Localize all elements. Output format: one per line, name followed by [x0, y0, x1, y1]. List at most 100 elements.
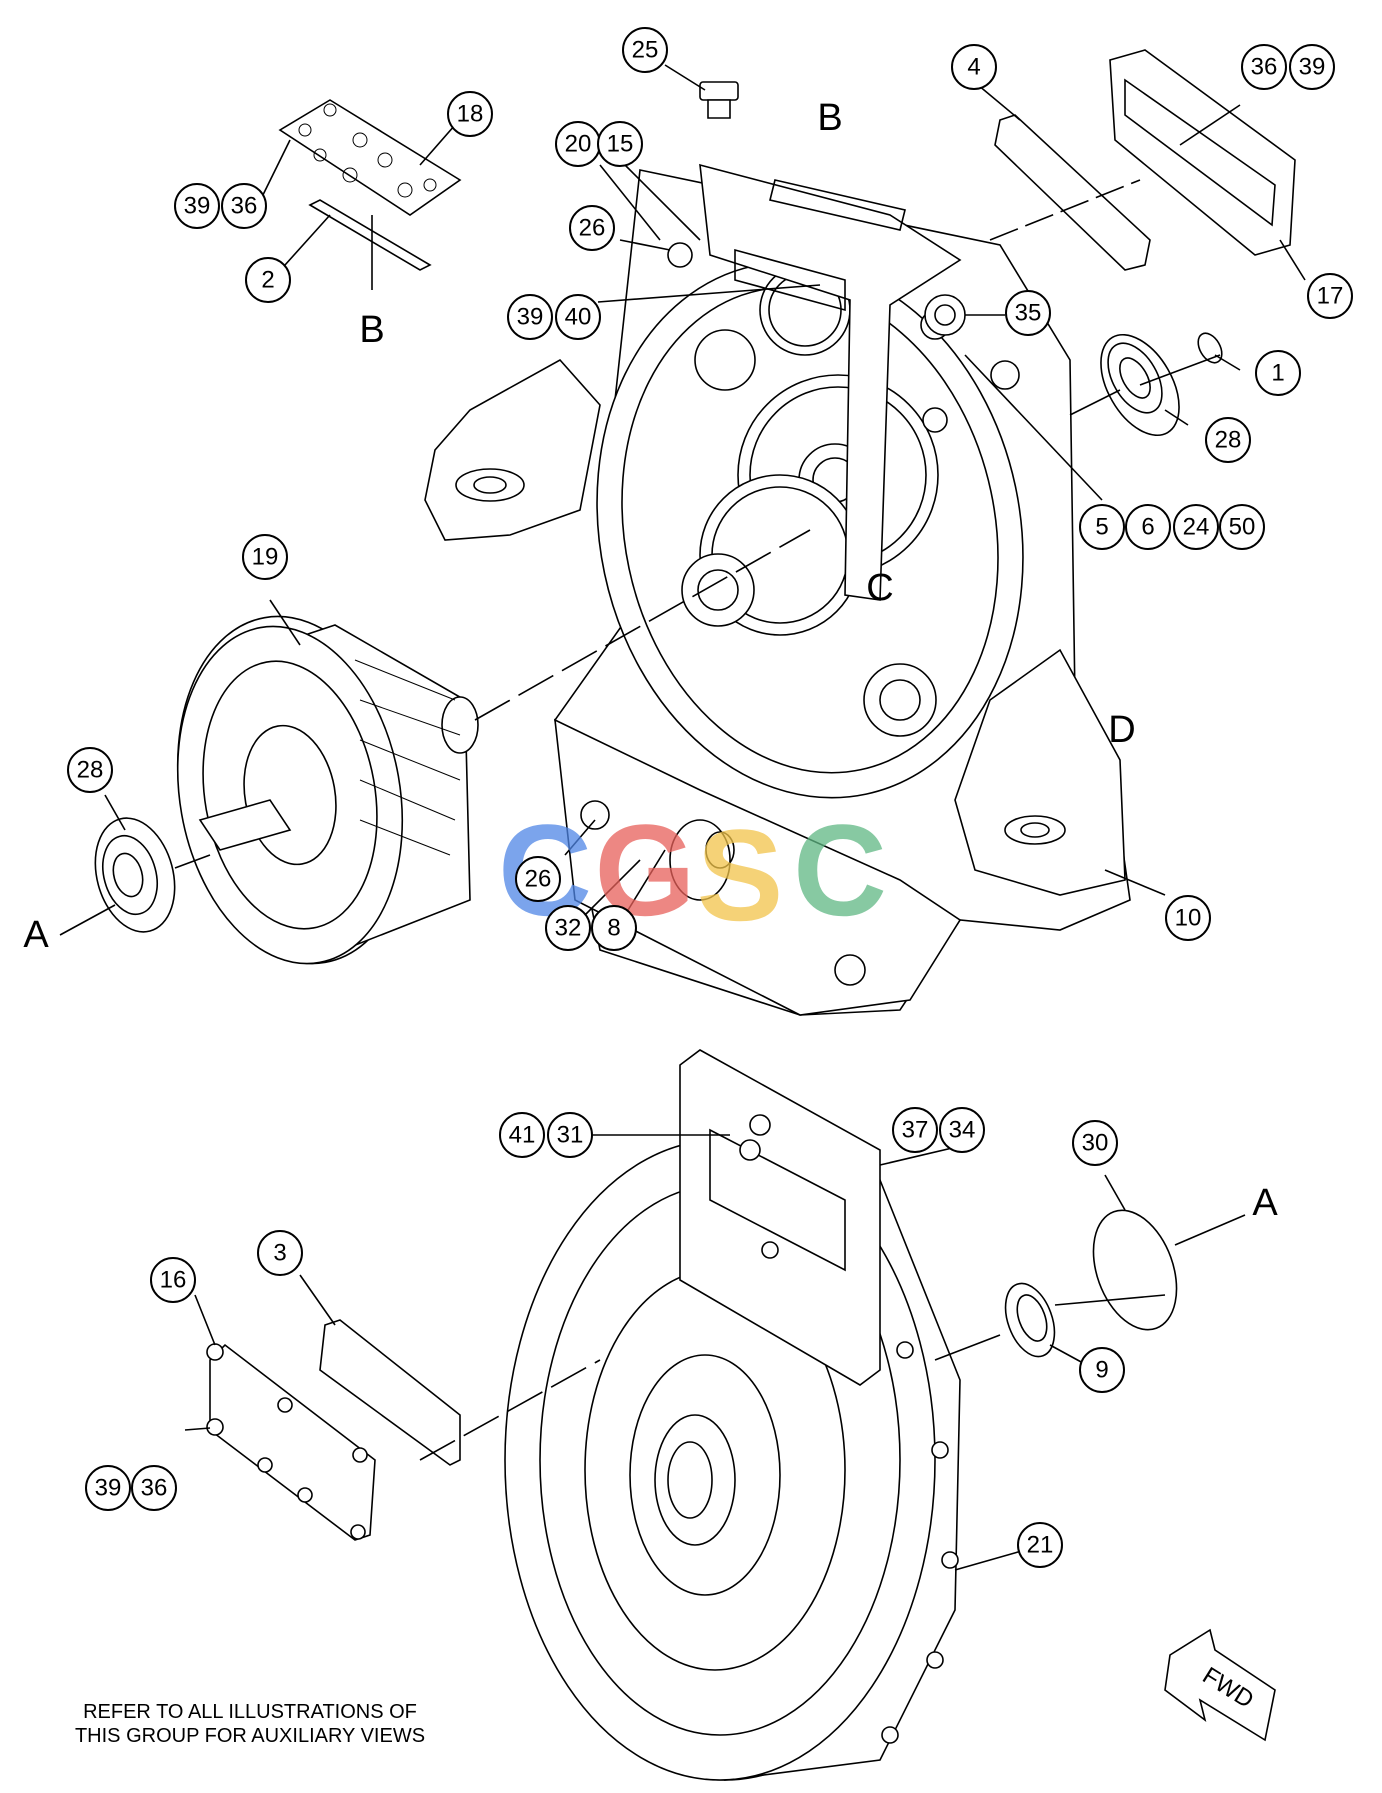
callout-circle	[1005, 290, 1051, 336]
callout-3: 3	[257, 1230, 303, 1276]
final-drive-housing	[424, 163, 1131, 1016]
callout-25: 25	[622, 27, 668, 73]
callout-number: 24	[1183, 514, 1210, 541]
seal-9	[1004, 1282, 1056, 1358]
callout-number: 35	[1015, 300, 1042, 327]
callout-number: 21	[1027, 1532, 1054, 1559]
callout-39: 39	[85, 1465, 131, 1511]
callout-circle	[569, 205, 615, 251]
callout-9: 9	[1079, 1347, 1125, 1393]
note-line-1: REFER TO ALL ILLUSTRATIONS OF	[83, 1701, 417, 1723]
view-letter-b: B	[359, 309, 384, 351]
callout-35: 35	[1005, 290, 1051, 336]
callout-1: 1	[1255, 350, 1301, 396]
callout-36: 36	[131, 1465, 177, 1511]
callout-number: 28	[1215, 427, 1242, 454]
callout-circle	[1219, 504, 1265, 550]
callout-circle	[622, 27, 668, 73]
planetary-drum-19	[176, 615, 479, 965]
callout-number: 17	[1317, 283, 1344, 310]
callout-number: 31	[557, 1122, 584, 1149]
callout-number: 10	[1175, 905, 1202, 932]
callout-circle	[515, 856, 561, 902]
callout-4: 4	[951, 44, 997, 90]
fitting-35	[924, 294, 966, 336]
callout-number: 16	[160, 1267, 187, 1294]
view-letter-a: A	[23, 914, 49, 956]
callout-number: 3	[273, 1240, 286, 1267]
callout-number: 26	[525, 866, 552, 893]
callout-17: 17	[1307, 273, 1353, 319]
view-letters: B B C D A A	[23, 97, 1278, 1224]
callout-circle	[1255, 350, 1301, 396]
callout-number: 6	[1141, 514, 1154, 541]
callout-number: 25	[632, 37, 659, 64]
callout-number: 8	[607, 915, 620, 942]
callout-circle	[555, 294, 601, 340]
callout-circle	[1072, 1120, 1118, 1166]
callout-number: 36	[141, 1475, 168, 1502]
bearing-28-lower	[94, 817, 176, 933]
callout-circle	[597, 121, 643, 167]
auxiliary-views-note: REFER TO ALL ILLUSTRATIONS OF THIS GROUP…	[30, 1700, 470, 1748]
callout-number: 36	[231, 193, 258, 220]
gasket-2	[308, 199, 432, 271]
view-letter-c: C	[866, 567, 893, 609]
o-ring-1	[1197, 332, 1223, 364]
callout-circle	[892, 1107, 938, 1153]
callout-circle	[591, 905, 637, 951]
view-letter-b: B	[817, 97, 842, 139]
gasket-3	[319, 1319, 461, 1466]
callout-circle	[131, 1465, 177, 1511]
cover-plate-18	[278, 99, 462, 216]
callout-circle	[547, 1112, 593, 1158]
callout-19: 19	[242, 534, 288, 580]
callout-number: 5	[1095, 514, 1108, 541]
callout-28: 28	[1205, 417, 1251, 463]
callout-40: 40	[555, 294, 601, 340]
callout-37: 37	[892, 1107, 938, 1153]
callout-number: 28	[77, 757, 104, 784]
callout-36: 36	[221, 183, 267, 229]
callout-number: 40	[565, 304, 592, 331]
callout-number: 20	[565, 131, 592, 158]
callout-circle	[174, 183, 220, 229]
callout-circle	[67, 747, 113, 793]
callout-32: 32	[545, 905, 591, 951]
callout-number: 39	[517, 304, 544, 331]
callout-circle	[257, 1230, 303, 1276]
callout-34: 34	[939, 1107, 985, 1153]
callout-circle	[245, 257, 291, 303]
callout-number: 30	[1082, 1130, 1109, 1157]
cover-plate-17	[1109, 49, 1296, 256]
callout-21: 21	[1017, 1522, 1063, 1568]
callout-18: 18	[447, 91, 493, 137]
cover-plate-16	[206, 1343, 376, 1541]
callout-circle	[447, 91, 493, 137]
callout-number: 34	[949, 1117, 976, 1144]
callout-26: 26	[569, 205, 615, 251]
callout-number: 32	[555, 915, 582, 942]
callout-2: 2	[245, 257, 291, 303]
view-letter-d: D	[1108, 709, 1135, 751]
callout-8: 8	[591, 905, 637, 951]
callout-circle	[1079, 504, 1125, 550]
callout-number: 41	[509, 1122, 536, 1149]
leader-lines	[59, 64, 1306, 1571]
callout-5: 5	[1079, 504, 1125, 550]
callout-36: 36	[1241, 44, 1287, 90]
callout-10: 10	[1165, 895, 1211, 941]
callout-circle	[507, 294, 553, 340]
view-letter-a: A	[1252, 1182, 1278, 1224]
callout-number: 39	[1299, 54, 1326, 81]
callout-circle	[1125, 504, 1171, 550]
callout-circle	[545, 905, 591, 951]
callout-number: 39	[95, 1475, 122, 1502]
callout-39: 39	[1289, 44, 1335, 90]
o-ring-30	[1092, 1209, 1178, 1331]
callout-circle	[939, 1107, 985, 1153]
watermark-letter: S	[697, 802, 784, 948]
callout-6: 6	[1125, 504, 1171, 550]
